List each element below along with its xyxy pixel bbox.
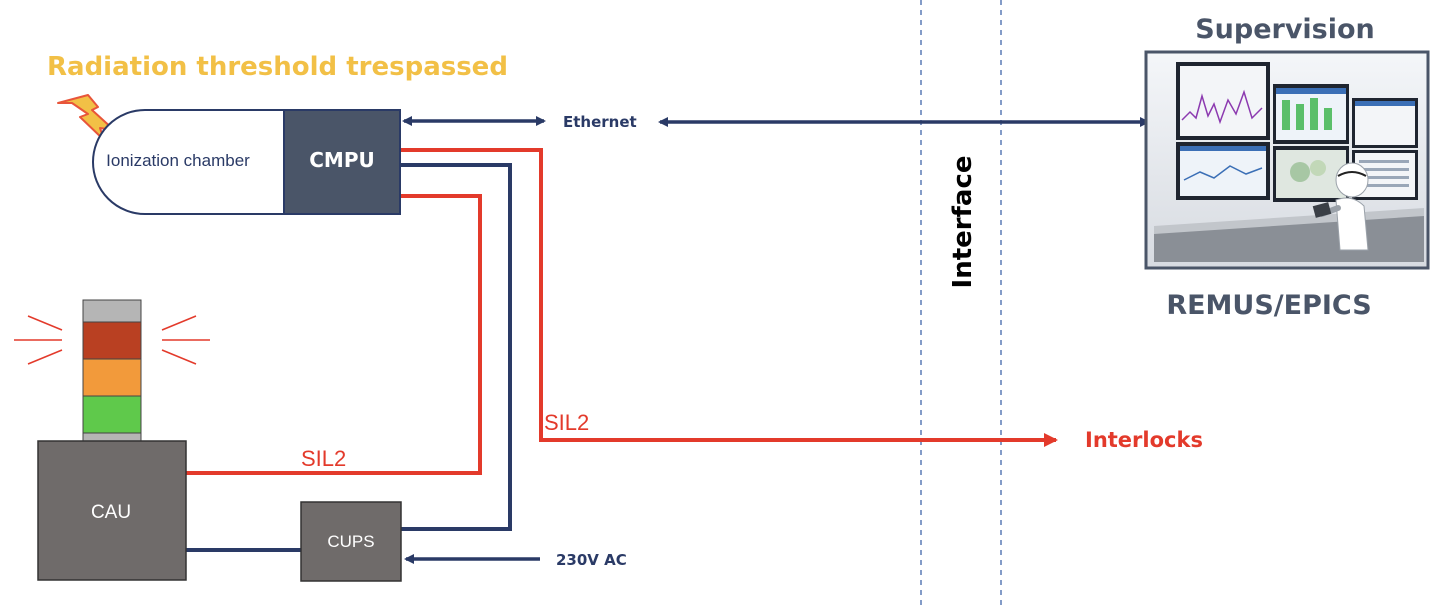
interlocks-label: Interlocks — [1085, 428, 1203, 452]
power-input-label: 230V AC — [556, 551, 627, 569]
beacon-cap — [82, 299, 142, 323]
sil2-cau-line — [186, 194, 482, 475]
beacon-red — [82, 321, 142, 360]
cups-label: CUPS — [327, 532, 374, 551]
alert-text: Radiation threshold trespassed — [47, 52, 508, 82]
ionization-chamber — [92, 109, 285, 215]
control-room-image — [1144, 50, 1430, 270]
beacon-orange — [82, 358, 142, 397]
cau-box — [37, 440, 187, 581]
cups-box — [300, 501, 402, 582]
ionization-chamber-label: Ionization chamber — [106, 151, 250, 170]
alarm-rays-icon — [14, 315, 210, 365]
power-line-cmpu-cups — [401, 163, 512, 531]
sil2-bottom-label: SIL2 — [301, 446, 346, 471]
interface-label: Interface — [948, 156, 978, 289]
cmpu-box — [283, 109, 401, 215]
supervision-title: Supervision — [1195, 14, 1375, 45]
beacon-green — [82, 395, 142, 434]
lightning-icon — [57, 94, 115, 141]
cmpu-label: CMPU — [309, 148, 374, 172]
supervision-system-label: REMUS/EPICS — [1166, 290, 1371, 321]
signal-tower — [82, 299, 142, 442]
sil2-interlock-line — [401, 148, 1058, 447]
cau-label: CAU — [91, 502, 131, 523]
beacon-base — [82, 432, 142, 442]
sil2-top-label: SIL2 — [544, 410, 589, 435]
ethernet-label: Ethernet — [563, 113, 637, 131]
